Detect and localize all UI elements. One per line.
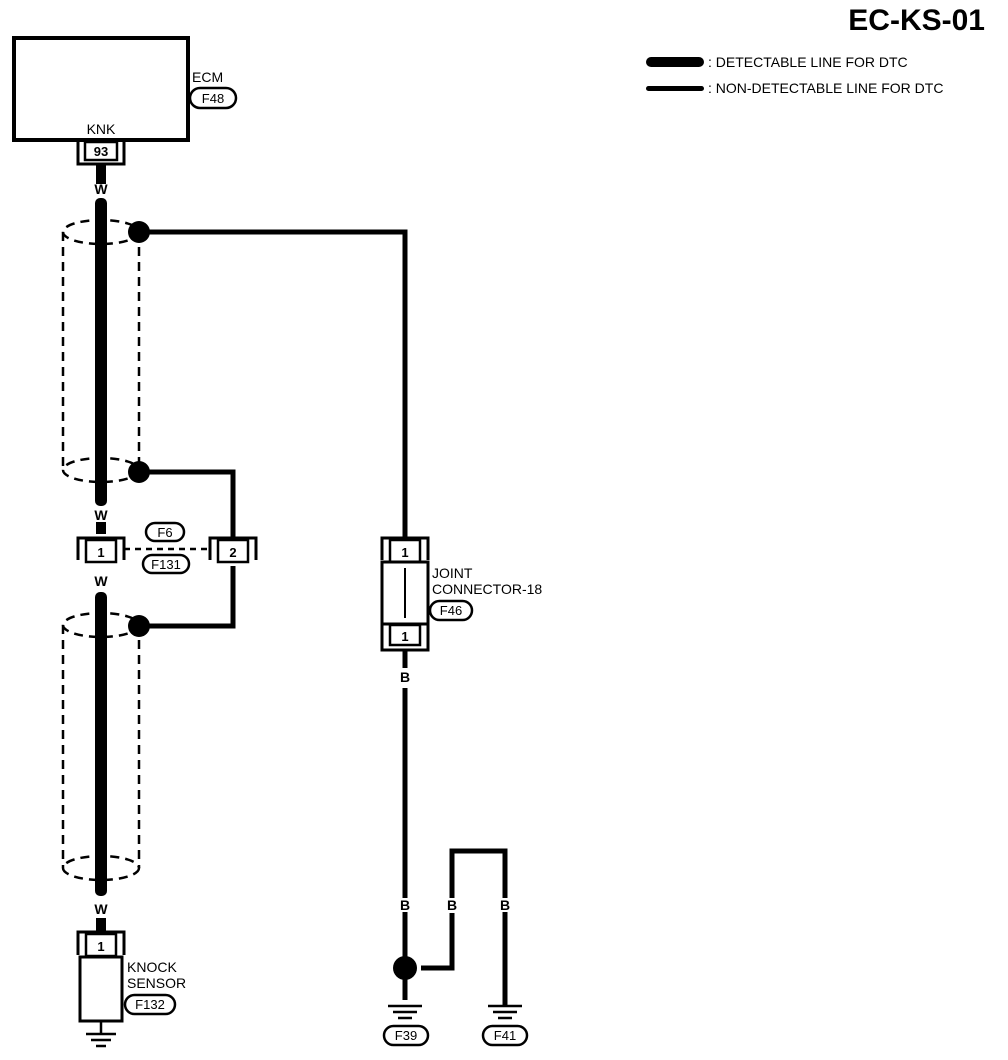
ground-symbol-f39 <box>388 1004 422 1020</box>
ecm-unit: ECM F48 KNK 93 <box>12 36 238 166</box>
knock-sensor: 1 KNOCK SENSOR F132 <box>76 930 186 1048</box>
shield-splice-middle <box>128 461 150 483</box>
wire-color-below-inline: W <box>94 573 108 589</box>
ground-id-f41: F41 <box>494 1028 516 1043</box>
legend-non-detectable-line <box>646 86 704 91</box>
sensor-label-line2: SENSOR <box>127 975 186 991</box>
inline-connector-id-f131: F131 <box>151 557 181 572</box>
legend-detectable-line <box>646 57 704 67</box>
legend: : DETECTABLE LINE FOR DTC : NON-DETECTAB… <box>646 54 943 96</box>
inline-left-pin-number: 1 <box>97 545 104 560</box>
wire-color-ground-a: B <box>400 897 410 913</box>
ground-badge-f39 <box>382 1024 430 1047</box>
wire-ecm-stub <box>96 164 106 184</box>
sensor-connector-id: F132 <box>135 997 165 1012</box>
joint-label-line2: CONNECTOR-18 <box>432 581 542 597</box>
wire-knock-signal-upper <box>95 198 107 506</box>
ecm-label: ECM <box>192 69 223 85</box>
ground-wires <box>402 650 508 1006</box>
shield-splice-lower <box>128 615 150 637</box>
wire-sensor-stub <box>96 918 106 932</box>
ground-symbol-f41 <box>488 1004 522 1020</box>
inline-left-pin <box>84 538 118 564</box>
wire-color-ground-c: B <box>500 897 510 913</box>
shield-splice-upper <box>128 221 150 243</box>
ground-badge-f41 <box>481 1024 529 1047</box>
wire-color-ecm-out: W <box>94 181 108 197</box>
inline-connector-badge-f6 <box>144 521 186 543</box>
sensor-label-line1: KNOCK <box>127 959 177 975</box>
joint-label-line1: JOINT <box>432 565 473 581</box>
joint-top-pin-number: 1 <box>401 545 408 560</box>
ecm-connector-id: F48 <box>202 91 224 106</box>
legend-non-detectable-label: : NON-DETECTABLE LINE FOR DTC <box>708 80 943 96</box>
joint-connector-badge <box>428 599 474 622</box>
joint-bottom-pin-number: 1 <box>401 629 408 644</box>
diagram-code: EC-KS-01 <box>848 4 985 37</box>
joint-connector: 1 1 JOINT CONNECTOR-18 F46 <box>380 536 542 652</box>
joint-bottom-pin <box>388 623 422 647</box>
inline-right-pin <box>216 538 250 564</box>
sensor-pin-number: 1 <box>97 939 104 954</box>
ecm-box <box>12 36 190 142</box>
inline-right-pin-number: 2 <box>229 545 236 560</box>
shield-drain-wires <box>139 229 408 629</box>
wire-inline-stub-top <box>96 522 106 534</box>
legend-detectable-label: : DETECTABLE LINE FOR DTC <box>708 54 908 70</box>
inline-connector-id-f6: F6 <box>157 525 172 540</box>
ecm-terminal-name: KNK <box>87 121 116 137</box>
wire-knock-signal-lower <box>95 592 107 896</box>
ground-splice <box>393 956 417 980</box>
inline-connector: 1 F6 F131 2 <box>76 521 258 575</box>
sensor-body <box>78 955 124 1023</box>
sensor-terminal-housing <box>76 930 126 955</box>
sensor-connector-badge <box>123 993 177 1016</box>
joint-connector-id: F46 <box>440 603 462 618</box>
wire-color-above-inline: W <box>94 507 108 523</box>
inline-right-housing <box>208 536 258 560</box>
ecm-connector-badge <box>188 86 238 110</box>
wire-color-to-sensor: W <box>94 901 108 917</box>
wire-color-joint-out: B <box>400 669 410 685</box>
joint-top-housing <box>380 536 430 560</box>
inline-connector-badge-f131 <box>141 553 191 575</box>
ecm-terminal-number: 93 <box>94 144 108 159</box>
wire-color-ground-b: B <box>447 897 457 913</box>
ground-id-f39: F39 <box>395 1028 417 1043</box>
ecm-terminal-pin <box>83 140 119 162</box>
